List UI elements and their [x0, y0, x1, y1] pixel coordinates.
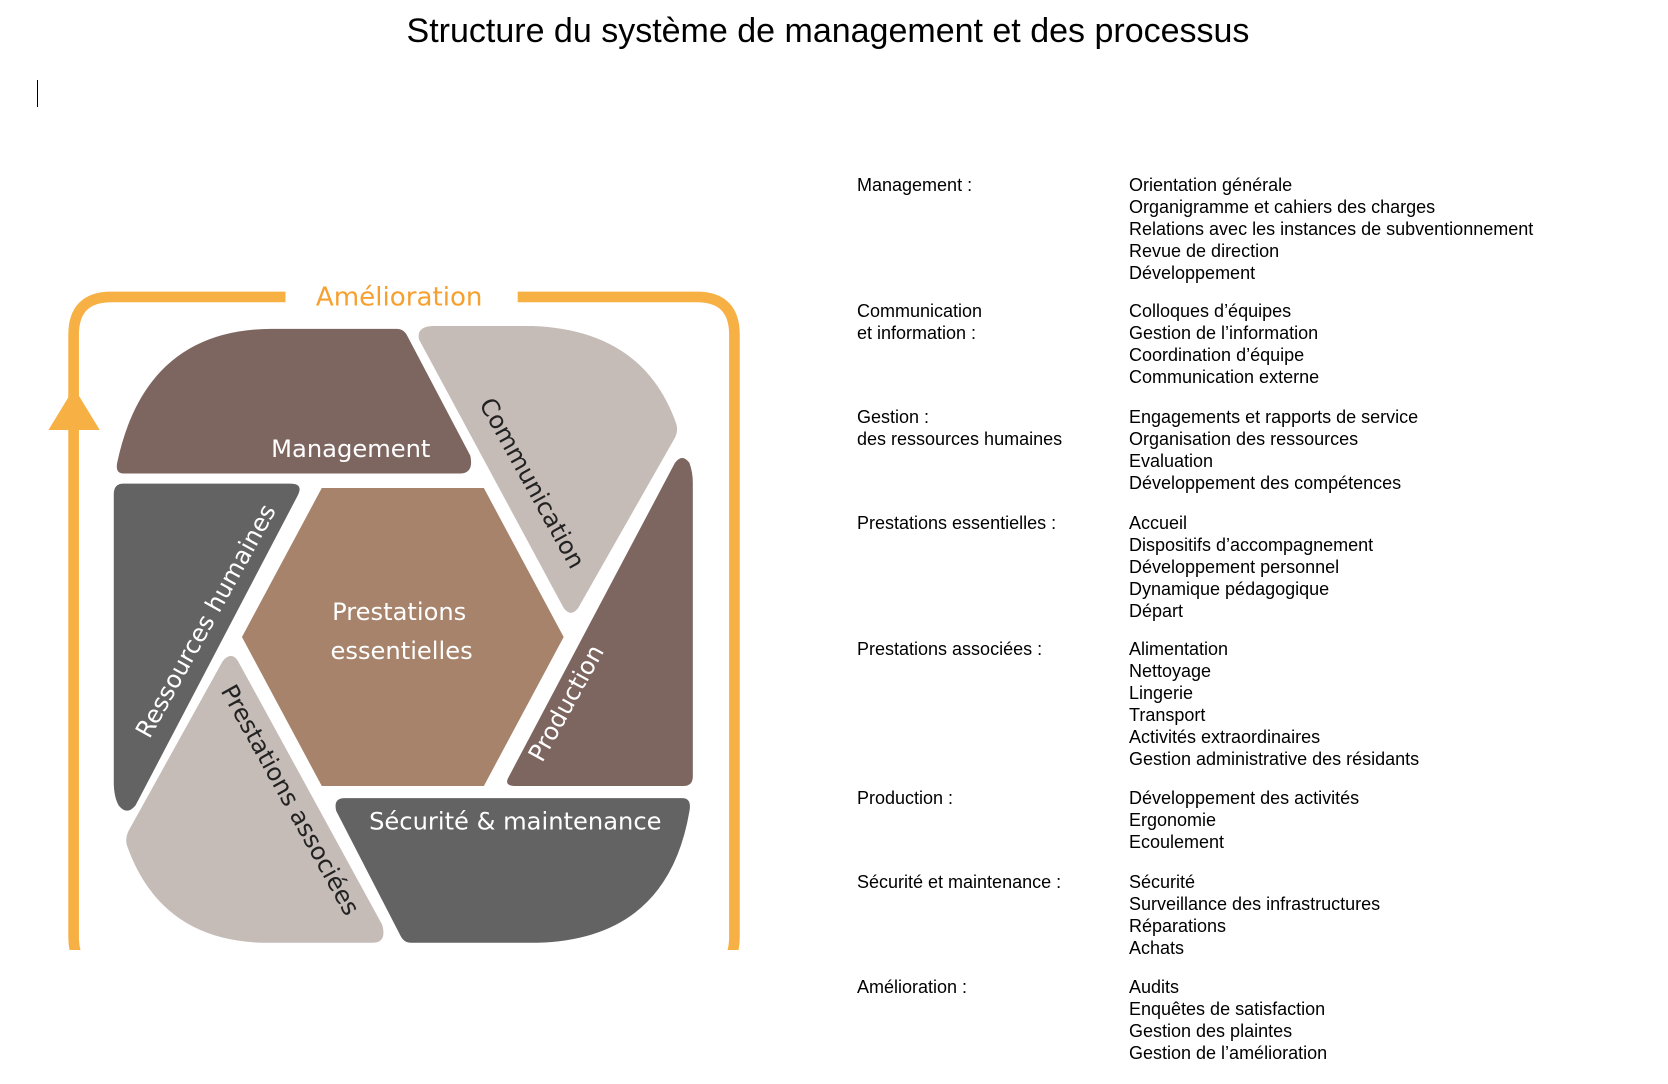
process-item: Relations avec les instances de subventi…	[1129, 219, 1534, 239]
process-item: Développement des activités	[1129, 788, 1360, 808]
process-label: Production :	[857, 788, 954, 808]
hexagon-prestations-essentielles	[241, 488, 564, 787]
process-item: Engagements et rapports de service	[1129, 407, 1419, 427]
label-center-2: essentielles	[330, 637, 472, 665]
segment-securite	[335, 798, 690, 943]
segment-ressources-humaines	[113, 483, 300, 811]
process-label: Prestations associées :	[857, 639, 1043, 659]
process-item: Sécurité	[1129, 872, 1196, 892]
frame-label: Amélioration	[316, 283, 483, 313]
process-item: Gestion de l’amélioration	[1129, 1043, 1328, 1063]
improvement-frame	[68, 291, 740, 950]
process-item: Développement des compétences	[1129, 473, 1402, 493]
text-cursor	[37, 80, 38, 107]
process-item: Surveillance des infrastructures	[1129, 894, 1381, 914]
process-label: Gestion : des ressources humaines	[857, 407, 1063, 449]
process-item: Dispositifs d’accompagnement	[1129, 535, 1374, 555]
segment-management	[116, 328, 472, 474]
process-item: Dynamique pédagogique	[1129, 579, 1330, 599]
label-center-1: Prestations	[332, 598, 466, 626]
process-item: Développement	[1129, 263, 1256, 283]
process-item: Evaluation	[1129, 451, 1214, 471]
process-item: Accueil	[1129, 513, 1188, 533]
label-management: Management	[271, 435, 430, 463]
process-label: Communication et information :	[857, 301, 983, 343]
process-item: Ergonomie	[1129, 810, 1217, 830]
process-item: Départ	[1129, 601, 1184, 621]
process-item: Achats	[1129, 938, 1185, 958]
process-item: Communication externe	[1129, 367, 1320, 387]
process-diagram: Amélioration Management Prestations esse…	[48, 283, 740, 950]
process-item: Lingerie	[1129, 683, 1194, 703]
segment-communication	[418, 325, 678, 613]
page-title: Structure du système de management et de…	[406, 12, 1250, 50]
process-item: Gestion de l’information	[1129, 323, 1319, 343]
process-label: Prestations essentielles :	[857, 513, 1057, 533]
process-item: Enquêtes de satisfaction	[1129, 999, 1326, 1019]
process-item: Développement personnel	[1129, 557, 1340, 577]
arrow-up-icon	[48, 387, 100, 430]
segment-production	[507, 458, 693, 787]
process-item: Alimentation	[1129, 639, 1229, 659]
process-label: Amélioration :	[857, 977, 968, 997]
process-item: Orientation générale	[1129, 175, 1293, 195]
process-item: Audits	[1129, 977, 1180, 997]
process-label: Management :	[857, 175, 973, 195]
process-item: Nettoyage	[1129, 661, 1212, 681]
process-item: Revue de direction	[1129, 241, 1280, 261]
process-label: Sécurité et maintenance :	[857, 872, 1062, 892]
process-item: Organisation des ressources	[1129, 429, 1359, 449]
process-item: Organigramme et cahiers des charges	[1129, 197, 1436, 217]
process-item: Coordination d’équipe	[1129, 345, 1305, 365]
process-item: Réparations	[1129, 916, 1227, 936]
process-item: Gestion des plaintes	[1129, 1021, 1293, 1041]
process-item: Gestion administrative des résidants	[1129, 749, 1420, 769]
process-item: Transport	[1129, 705, 1206, 725]
process-item: Activités extraordinaires	[1129, 727, 1321, 747]
process-item: Ecoulement	[1129, 832, 1225, 852]
segment-prestations-associees	[126, 655, 384, 943]
process-item: Colloques d’équipes	[1129, 301, 1292, 321]
label-securite: Sécurité & maintenance	[369, 808, 661, 836]
